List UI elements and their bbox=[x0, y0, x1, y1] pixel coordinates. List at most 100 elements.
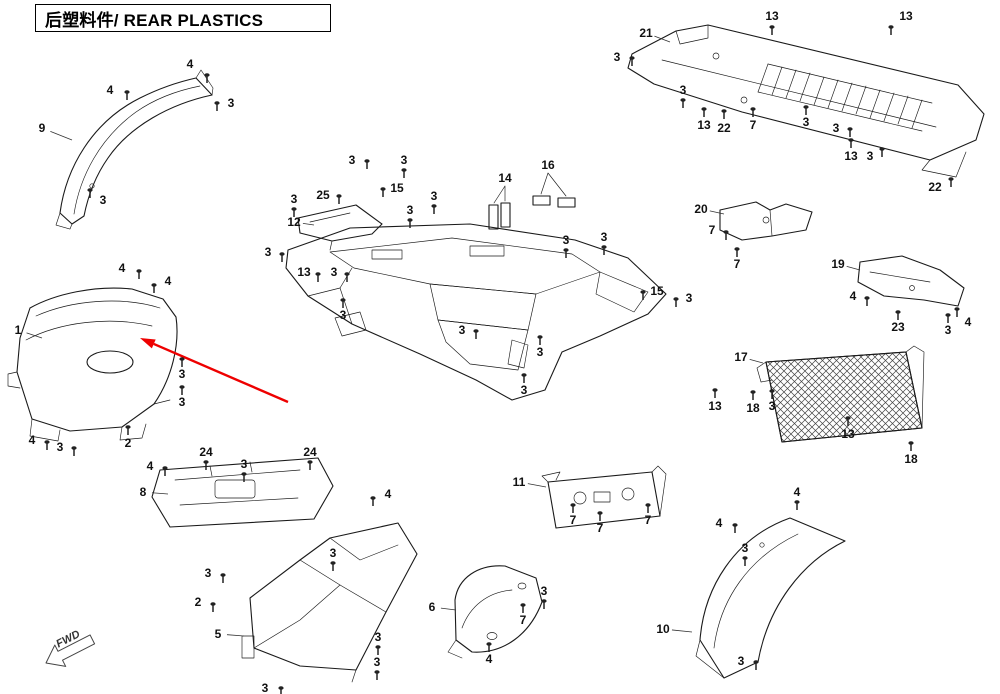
callout-number: 4 bbox=[965, 315, 972, 329]
callout-number: 17 bbox=[734, 350, 748, 364]
screw-icon bbox=[204, 73, 210, 83]
callout-number: 8 bbox=[140, 485, 147, 499]
screw-icon bbox=[645, 503, 651, 513]
red-arrow-line bbox=[153, 342, 289, 404]
callout-number: 2 bbox=[125, 436, 132, 450]
part-19-drawing bbox=[857, 255, 965, 307]
screw-icon bbox=[203, 460, 209, 470]
screw-icon bbox=[888, 25, 894, 35]
callout-number: 15 bbox=[390, 181, 404, 195]
callout-number: 3 bbox=[179, 395, 186, 409]
part-1-drawing bbox=[7, 287, 178, 442]
screw-icon bbox=[220, 573, 226, 583]
callout-number: 3 bbox=[601, 230, 608, 244]
callout-number: 3 bbox=[349, 153, 356, 167]
leader-line bbox=[527, 483, 547, 488]
callout-number: 4 bbox=[119, 261, 126, 275]
screw-icon bbox=[848, 138, 854, 148]
callout-number: 7 bbox=[520, 613, 527, 627]
callout-number: 3 bbox=[331, 265, 338, 279]
callout-number: 22 bbox=[928, 180, 942, 194]
part-11-drawing bbox=[541, 465, 667, 529]
screw-icon bbox=[375, 645, 381, 655]
red-annotation-arrow-layer bbox=[140, 338, 289, 404]
screw-icon bbox=[734, 247, 740, 257]
callout-number: 3 bbox=[614, 50, 621, 64]
part-10-drawing bbox=[695, 517, 846, 679]
callout-number: 3 bbox=[680, 83, 687, 97]
callout-number: 3 bbox=[867, 149, 874, 163]
screw-icon bbox=[179, 357, 185, 367]
callout-number: 19 bbox=[831, 257, 845, 271]
callout-number: 7 bbox=[597, 521, 604, 535]
callout-number: 3 bbox=[833, 121, 840, 135]
screw-icon bbox=[473, 329, 479, 339]
callout-number: 24 bbox=[303, 445, 317, 459]
part-6-drawing bbox=[447, 565, 543, 659]
screw-icon bbox=[864, 296, 870, 306]
screw-icon bbox=[486, 642, 492, 652]
callout-number: 4 bbox=[716, 516, 723, 530]
screw-icon bbox=[701, 107, 707, 117]
screw-icon bbox=[769, 389, 775, 399]
callout-number: 13 bbox=[708, 399, 722, 413]
part-12-drawing bbox=[297, 204, 383, 251]
rear-deck-assembly-drawing bbox=[285, 223, 667, 401]
part-17-drawing bbox=[756, 345, 925, 443]
callout-number: 3 bbox=[401, 153, 408, 167]
callout-number: 7 bbox=[709, 223, 716, 237]
screw-icon bbox=[401, 168, 407, 178]
callout-number: 1 bbox=[15, 323, 22, 337]
screw-icon bbox=[537, 335, 543, 345]
callout-number: 3 bbox=[459, 323, 466, 337]
callout-number: 3 bbox=[738, 654, 745, 668]
part-9-drawing bbox=[55, 69, 214, 230]
screw-icon bbox=[210, 602, 216, 612]
callout-number: 3 bbox=[262, 681, 269, 694]
callout-number: 24 bbox=[199, 445, 213, 459]
leader-line bbox=[26, 332, 43, 339]
screw-icon bbox=[431, 204, 437, 214]
screw-icon bbox=[44, 440, 50, 450]
screw-icon bbox=[845, 416, 851, 426]
callout-number: 13 bbox=[844, 149, 858, 163]
screw-icon bbox=[71, 446, 77, 456]
callout-number: 3 bbox=[803, 115, 810, 129]
callout-number: 21 bbox=[639, 26, 653, 40]
screw-icon bbox=[151, 283, 157, 293]
callout-number: 7 bbox=[734, 257, 741, 271]
screw-icon bbox=[336, 194, 342, 204]
callout-number: 25 bbox=[316, 188, 330, 202]
screw-icon bbox=[721, 109, 727, 119]
leader-line bbox=[671, 629, 693, 633]
screw-icon bbox=[520, 603, 526, 613]
screw-icon bbox=[712, 388, 718, 398]
screw-icon bbox=[794, 500, 800, 510]
screw-icon bbox=[847, 127, 853, 137]
callout-number: 18 bbox=[904, 452, 918, 466]
callout-number: 18 bbox=[746, 401, 760, 415]
callout-number: 4 bbox=[147, 459, 154, 473]
screw-icon bbox=[945, 313, 951, 323]
screw-icon bbox=[640, 290, 646, 300]
callout-number: 20 bbox=[694, 202, 708, 216]
screw-icon bbox=[541, 599, 547, 609]
screw-icon bbox=[750, 390, 756, 400]
screw-icon bbox=[601, 245, 607, 255]
leader-line bbox=[302, 222, 315, 226]
callout-number: 6 bbox=[429, 600, 436, 614]
callout-number: 12 bbox=[287, 215, 301, 229]
callout-number: 4 bbox=[794, 485, 801, 499]
screw-icon bbox=[315, 272, 321, 282]
callout-number: 2 bbox=[195, 595, 202, 609]
screw-icon bbox=[241, 472, 247, 482]
screw-icon bbox=[124, 90, 130, 100]
screw-icon bbox=[162, 466, 168, 476]
screw-icon bbox=[279, 252, 285, 262]
screw-icon bbox=[769, 25, 775, 35]
callout-number: 3 bbox=[537, 345, 544, 359]
screw-icon bbox=[563, 248, 569, 258]
callout-number: 3 bbox=[374, 655, 381, 669]
